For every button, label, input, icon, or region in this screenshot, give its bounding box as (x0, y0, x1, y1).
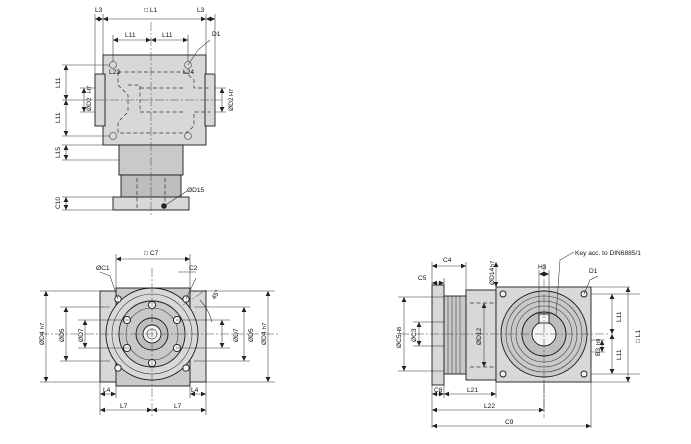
lbl-top-D1: D1 (212, 31, 221, 38)
lbl-side-C5-dia-tol: H8 (397, 327, 403, 334)
lbl-top-D15: ØD15 (187, 187, 205, 194)
lbl-top-L11-side-a: L11 (55, 77, 62, 88)
lbl-front-D4-left-tol: h7 (40, 323, 46, 329)
lbl-top-L23: L23 (109, 69, 120, 76)
lbl-top-L3-right: L3 (197, 7, 205, 14)
lbl-top-L1: □ L1 (144, 7, 157, 14)
lbl-front-angle: 45° (210, 288, 222, 301)
lbl-front-C7: □ C7 (144, 250, 159, 257)
lbl-top-D2-right-tol: H7 (229, 89, 235, 96)
lbl-side-C5: C5 (418, 275, 427, 282)
lbl-side-L11-b: L11 (616, 349, 623, 360)
lbl-side-D12: ØD12 (476, 327, 483, 345)
lbl-side-C9: C9 (505, 419, 514, 426)
lbl-front-D5-right: ØD5 (248, 328, 255, 342)
lbl-top-D2-left: ØD2 (86, 97, 93, 111)
front-view (40, 254, 280, 416)
lbl-front-L7-left: L7 (120, 403, 128, 410)
lbl-top-L11-b: L11 (162, 32, 173, 39)
lbl-side-C5-dia: ØC5 (396, 334, 403, 348)
lbl-front-C1: ØC1 (96, 265, 110, 272)
lbl-side-D1: D1 (589, 268, 598, 275)
lbl-front-C2: C2 (189, 265, 198, 272)
lbl-side-B3-tol: h9 (596, 339, 602, 345)
lbl-side-C8: C8 (434, 387, 443, 394)
lbl-top-L11-side-b: L11 (55, 112, 62, 123)
top-view-labels: L3 □ L1 L3 L11 L11 D1 L23 L24 L11 L11 ØD… (55, 7, 235, 209)
side-flange (431, 284, 445, 386)
lbl-top-D2-right: ØD2 (228, 97, 235, 111)
lbl-top-L11-a: L11 (125, 32, 136, 39)
lbl-front-L7-right: L7 (174, 403, 182, 410)
lbl-top-C10: C10 (55, 197, 62, 209)
lbl-side-key-note: Key acc. to DIN6885/1 (575, 250, 641, 257)
side-adapter (465, 289, 497, 381)
lbl-top-L24: L24 (183, 69, 194, 76)
lbl-side-D14: ØD14 (489, 267, 496, 285)
side-neck (443, 295, 467, 375)
lbl-front-D4-left: ØD4 (39, 331, 46, 345)
lbl-top-L3-left: L3 (95, 7, 103, 14)
lbl-front-D7-left: ØD7 (78, 328, 85, 342)
lbl-side-L22: L22 (484, 403, 495, 410)
top-hidden-bore (117, 71, 210, 134)
top-hole-br (184, 132, 192, 140)
lbl-side-B3: B3 (595, 348, 602, 356)
lbl-side-L1: □ L1 (635, 330, 642, 343)
lbl-front-D7-right: ØD7 (233, 328, 240, 342)
lbl-side-D14-tol: h7 (490, 261, 496, 267)
lbl-side-H3: H3 (538, 264, 547, 271)
lbl-front-D4-right-tol: h7 (262, 323, 268, 329)
lbl-side-C3-dia: ØC3 (411, 328, 418, 342)
lbl-side-L11-a: L11 (616, 311, 623, 322)
lbl-side-L21: L21 (467, 387, 478, 394)
lbl-front-D4-right: ØD4 (261, 331, 268, 345)
side-view-labels: C4 C5 ØD14 h7 H3 Key acc. to DIN6885/1 D… (396, 250, 642, 426)
lbl-front-L4-left: L4 (103, 387, 111, 394)
lbl-front-D5-left: ØD5 (59, 328, 66, 342)
top-view (62, 14, 226, 215)
lbl-front-L4-right: L4 (191, 387, 199, 394)
lbl-top-D2-left-tol: H7 (87, 86, 93, 93)
lbl-top-L15: L15 (55, 147, 62, 158)
lbl-side-C4: C4 (443, 257, 452, 264)
side-view (398, 251, 640, 429)
